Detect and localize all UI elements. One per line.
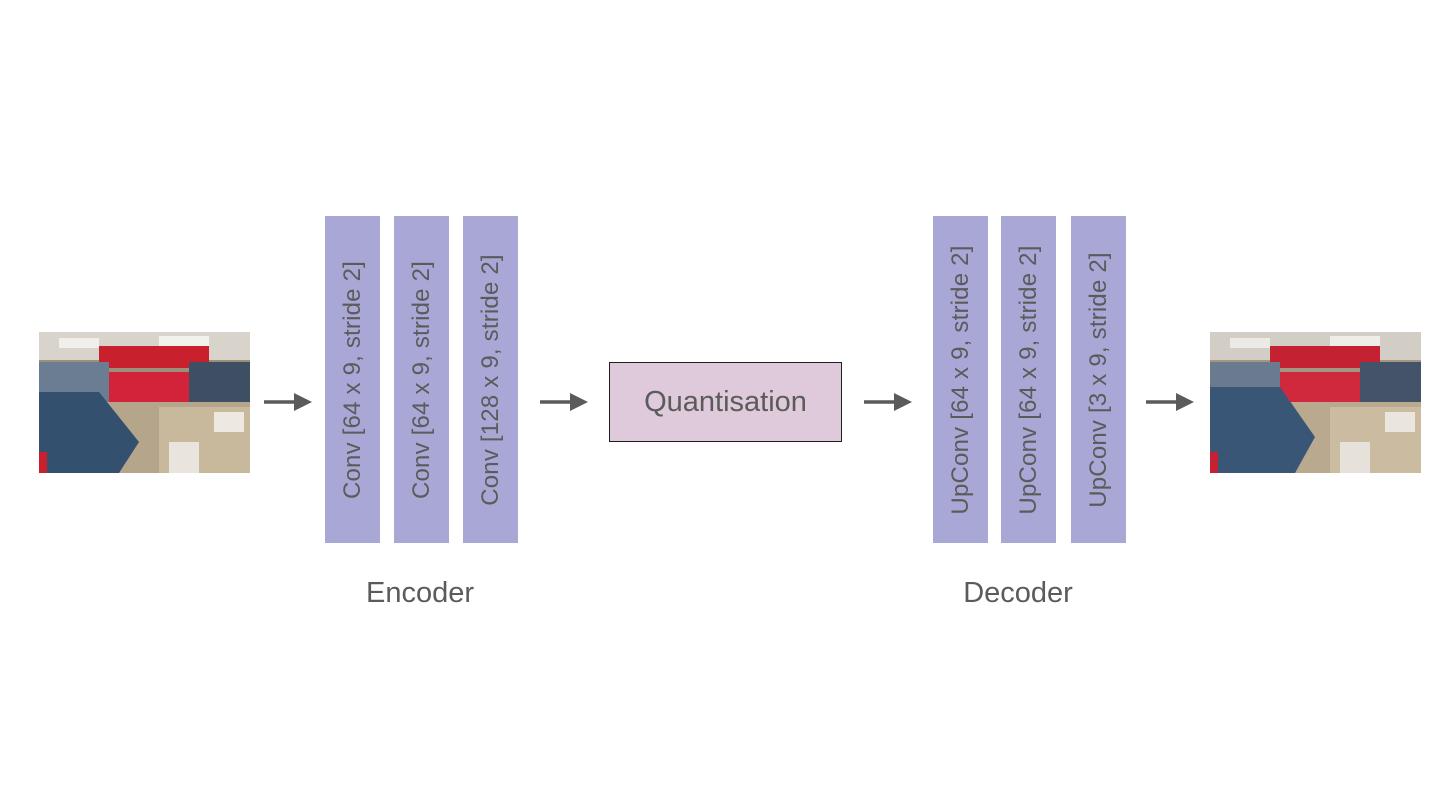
- right-arrow-icon: [864, 393, 912, 411]
- decoder-layer-2-label: UpConv [64 x 9, stride 2]: [1014, 244, 1042, 515]
- decoder-layer-2: UpConv [64 x 9, stride 2]: [1001, 216, 1056, 543]
- encoder-layer-1-label: Conv [64 x 9, stride 2]: [338, 260, 366, 499]
- input-image: [39, 332, 250, 473]
- arrow-to-decoder: [864, 391, 912, 413]
- right-arrow-icon: [264, 393, 312, 411]
- arrow-to-encoder: [264, 391, 312, 413]
- encoder-layer-3-label: Conv [128 x 9, stride 2]: [476, 253, 504, 506]
- encoder-layer-3: Conv [128 x 9, stride 2]: [463, 216, 518, 543]
- decoder-layer-3-label: UpConv [3 x 9, stride 2]: [1084, 251, 1112, 508]
- quantisation-block: Quantisation: [609, 362, 842, 442]
- output-image: [1210, 332, 1421, 473]
- arrow-to-output: [1146, 391, 1194, 413]
- right-arrow-icon: [540, 393, 588, 411]
- encoder-layer-2: Conv [64 x 9, stride 2]: [394, 216, 449, 543]
- quantisation-label: Quantisation: [644, 385, 807, 418]
- encoder-layer-1: Conv [64 x 9, stride 2]: [325, 216, 380, 543]
- encoder-layer-2-label: Conv [64 x 9, stride 2]: [407, 260, 435, 499]
- decoder-layer-1: UpConv [64 x 9, stride 2]: [933, 216, 988, 543]
- arrow-to-quantisation: [540, 391, 588, 413]
- right-arrow-icon: [1146, 393, 1194, 411]
- decoder-caption: Decoder: [963, 577, 1073, 609]
- output-photo: [1210, 332, 1421, 473]
- input-photo: [39, 332, 250, 473]
- decoder-layer-1-label: UpConv [64 x 9, stride 2]: [946, 244, 974, 515]
- decoder-layer-3: UpConv [3 x 9, stride 2]: [1071, 216, 1126, 543]
- encoder-caption: Encoder: [365, 577, 474, 609]
